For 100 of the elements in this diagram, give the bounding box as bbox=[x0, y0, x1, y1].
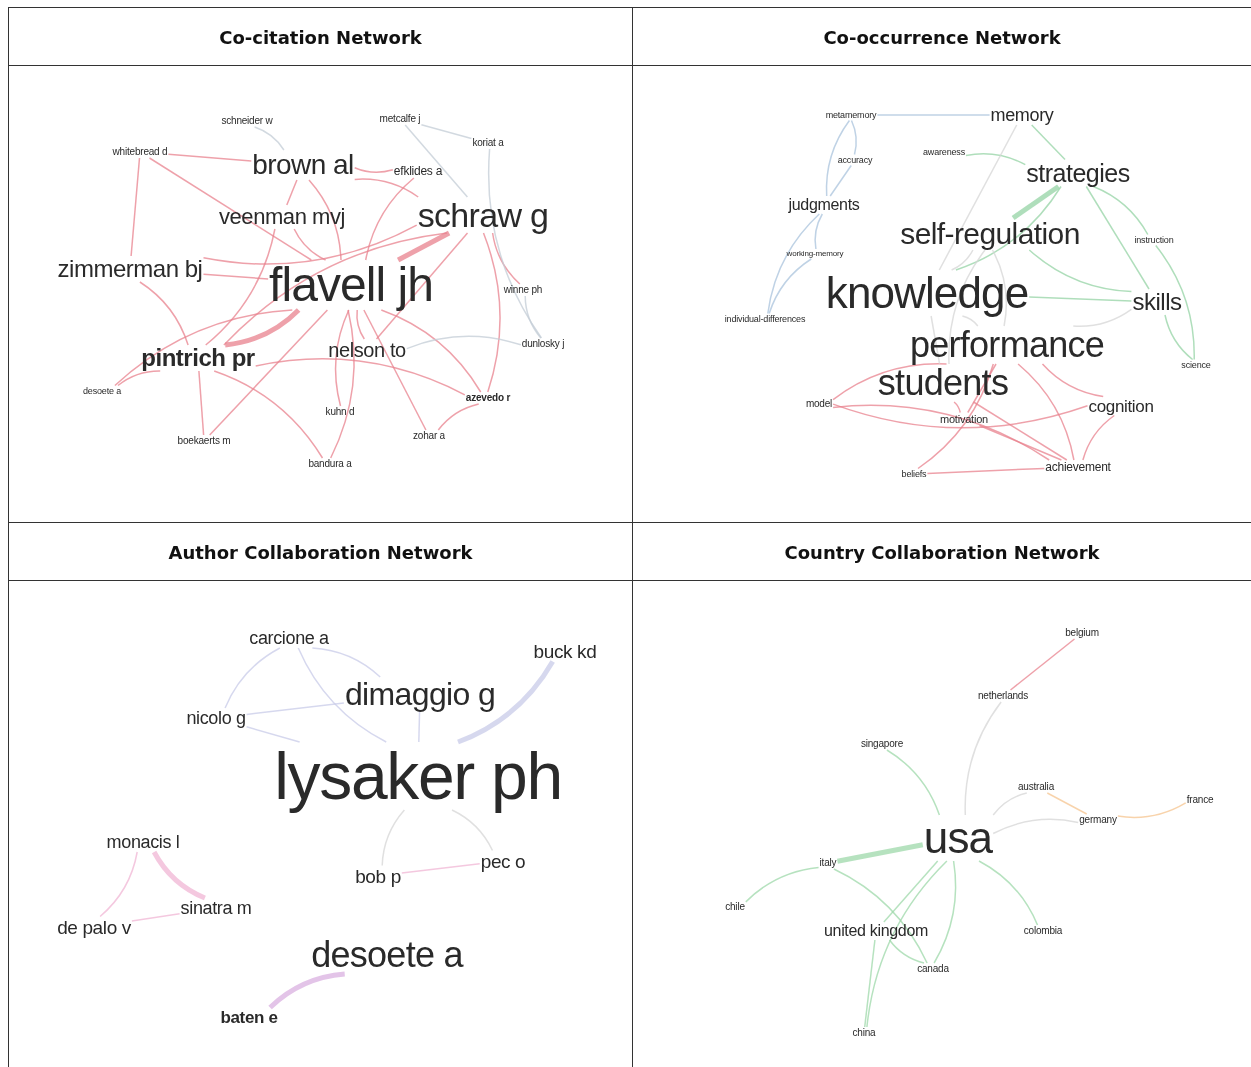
network-panel bbox=[8, 522, 633, 1067]
network-link bbox=[961, 315, 979, 327]
network-link bbox=[1164, 314, 1194, 361]
network-label: nelson to bbox=[328, 340, 406, 360]
network-label: winne ph bbox=[503, 285, 543, 295]
network-link bbox=[1092, 185, 1149, 236]
network-link bbox=[992, 818, 1079, 835]
network-label: chile bbox=[725, 902, 745, 912]
network-label: metamemory bbox=[825, 110, 877, 120]
network-label: kuhn d bbox=[325, 407, 355, 417]
network-label: knowledge bbox=[825, 271, 1029, 315]
network-link bbox=[866, 860, 948, 1028]
network-label: boekaerts m bbox=[177, 436, 231, 446]
network-link bbox=[353, 166, 394, 173]
network-link bbox=[1041, 363, 1104, 398]
network-label: awareness bbox=[923, 147, 965, 157]
network-label: nicolo g bbox=[186, 709, 246, 727]
network-link bbox=[1030, 124, 1066, 161]
network-label: netherlands bbox=[977, 691, 1029, 701]
network-link bbox=[117, 370, 161, 387]
network-link bbox=[198, 370, 205, 436]
network-link bbox=[131, 912, 181, 922]
panel-header: Author Collaboration Network bbox=[168, 541, 473, 562]
network-link bbox=[167, 153, 253, 162]
network-link bbox=[364, 177, 415, 261]
network-label: zimmerman bj bbox=[57, 257, 203, 281]
network-link bbox=[767, 213, 821, 315]
network-link bbox=[353, 178, 419, 198]
network-label: desoete a bbox=[83, 386, 121, 396]
network-link bbox=[850, 119, 857, 156]
network-label: belgium bbox=[1065, 628, 1099, 638]
network-label: schneider w bbox=[221, 116, 273, 126]
network-link bbox=[224, 647, 281, 709]
network-link bbox=[293, 228, 327, 261]
network-label: skills bbox=[1132, 290, 1182, 314]
network-label: canada bbox=[917, 964, 949, 974]
network-link bbox=[451, 809, 494, 852]
network-label: italy bbox=[819, 858, 837, 868]
network-link bbox=[437, 403, 480, 431]
network-link bbox=[825, 119, 851, 197]
network-link bbox=[933, 860, 957, 964]
network-label: model bbox=[805, 399, 833, 409]
network-label: germany bbox=[1079, 815, 1117, 825]
network-link bbox=[396, 230, 451, 263]
panel-header: Co-occurrence Network bbox=[823, 26, 1061, 47]
network-label: science bbox=[1181, 360, 1211, 370]
network-label: dimaggio g bbox=[344, 678, 496, 710]
network-label: dunlosky j bbox=[521, 339, 565, 349]
network-label: carcione a bbox=[249, 629, 329, 647]
network-label: memory bbox=[990, 106, 1054, 124]
network-label: brown al bbox=[252, 151, 354, 179]
network-label: motivation bbox=[940, 413, 988, 425]
network-label: azevedo r bbox=[465, 393, 511, 403]
network-label: pec o bbox=[480, 851, 526, 871]
network-link bbox=[363, 309, 427, 431]
network-label: performance bbox=[909, 327, 1105, 363]
network-label: individual-differences bbox=[724, 314, 806, 324]
network-label: sinatra m bbox=[180, 899, 252, 917]
network-link bbox=[308, 179, 342, 261]
network-link bbox=[380, 309, 482, 393]
network-link bbox=[204, 228, 276, 346]
network-panel bbox=[8, 7, 633, 523]
network-link bbox=[245, 726, 301, 743]
network-link bbox=[268, 971, 345, 1010]
network-link bbox=[1085, 185, 1150, 290]
network-link bbox=[208, 309, 329, 436]
network-link bbox=[926, 467, 1046, 475]
network-link bbox=[883, 860, 939, 923]
network-label: zohar a bbox=[413, 431, 445, 441]
network-link bbox=[213, 370, 324, 459]
network-link bbox=[404, 124, 469, 198]
network-link bbox=[814, 213, 824, 250]
network-link bbox=[297, 647, 387, 743]
network-link bbox=[888, 939, 925, 964]
network-link bbox=[457, 660, 555, 745]
network-label: united kingdom bbox=[824, 923, 928, 939]
network-link bbox=[1155, 244, 1195, 361]
network-link bbox=[401, 863, 481, 874]
network-link bbox=[223, 232, 448, 346]
network-link bbox=[948, 249, 986, 365]
network-link bbox=[1082, 414, 1116, 461]
network-link bbox=[978, 860, 1039, 926]
network-link bbox=[972, 401, 1068, 461]
network-link bbox=[833, 868, 928, 964]
network-link bbox=[329, 309, 355, 459]
network-link bbox=[1028, 296, 1133, 302]
network-link bbox=[1009, 638, 1076, 691]
network-label: achievement bbox=[1045, 461, 1111, 473]
network-label: cognition bbox=[1088, 397, 1154, 415]
network-label: buck kd bbox=[533, 641, 597, 661]
network-link bbox=[420, 124, 473, 140]
network-link bbox=[953, 401, 961, 414]
network-link bbox=[1072, 308, 1133, 327]
network-link bbox=[375, 232, 469, 340]
network-label: schraw g bbox=[417, 198, 549, 232]
network-label: efklides a bbox=[393, 165, 443, 177]
network-link bbox=[334, 309, 350, 407]
network-link bbox=[1028, 249, 1133, 293]
network-link bbox=[1117, 802, 1187, 819]
network-label: australia bbox=[1018, 782, 1054, 792]
